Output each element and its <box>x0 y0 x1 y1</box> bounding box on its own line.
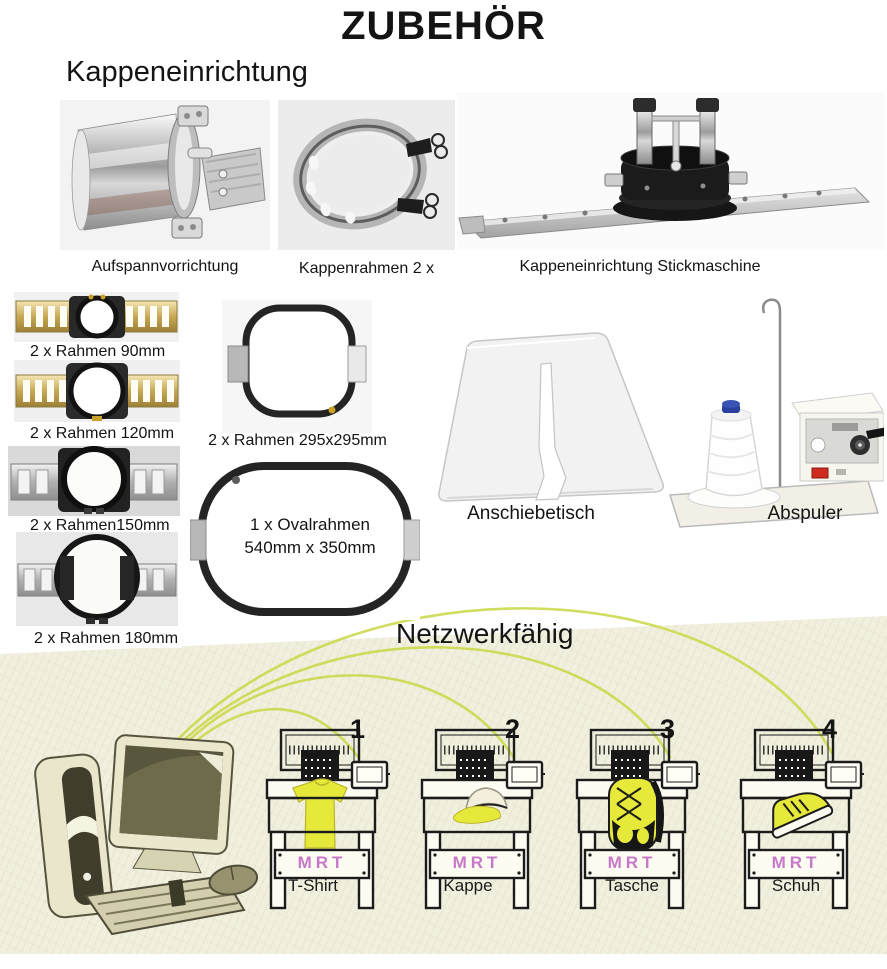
hoop-150-graphic <box>8 446 180 516</box>
photo-kappenrahmen <box>278 100 455 250</box>
cap-clamp-device-graphic <box>60 100 270 250</box>
hoop-120-graphic <box>14 360 180 422</box>
machine-3-brand: MRT <box>607 853 657 872</box>
label-kappenrahmen: Kappenrahmen 2 x <box>298 260 435 277</box>
binder-clip-top <box>406 133 448 159</box>
photo-rahmen-90 <box>14 292 179 342</box>
square-hoop-graphic <box>222 300 372 433</box>
oval-hoop-graphic <box>190 458 420 620</box>
photo-rahmen-120 <box>14 360 180 422</box>
section-heading-kappeneinrichtung: Kappeneinrichtung <box>66 56 308 88</box>
machine-2-item-label: Kappe <box>443 876 493 895</box>
label-rahmen-150: 2 x Rahmen150mm <box>30 517 170 534</box>
cap-attachment-graphic <box>457 92 885 250</box>
machine-1-number: 1 <box>350 714 366 744</box>
binder-clip-bottom <box>397 193 439 219</box>
machine-2-brand: MRT <box>452 853 502 872</box>
label-rahmen-120: 2 x Rahmen 120mm <box>30 425 175 442</box>
machine-3-illustration <box>565 722 700 912</box>
cap-graphic <box>453 787 508 824</box>
machine-1-item-label: T-Shirt <box>287 876 339 895</box>
hoop-180-graphic <box>16 532 178 626</box>
machine-4-brand: MRT <box>771 853 821 872</box>
hoop-90-graphic <box>14 292 179 342</box>
label-abspuler: Abspuler <box>767 503 843 524</box>
machine-4-number: 4 <box>822 714 838 744</box>
network-heading: Netzwerkfähig <box>396 618 574 649</box>
photo-rahmen-295 <box>222 300 372 433</box>
page-title: ZUBEHÖR <box>341 4 546 48</box>
cap-frame-graphic <box>278 100 455 250</box>
label-rahmen-295: 2 x Rahmen 295x295mm <box>208 432 387 449</box>
photo-kappeneinrichtung-stickmaschine <box>457 92 885 250</box>
machine-1-brand: MRT <box>297 853 347 872</box>
photo-abspuler <box>662 285 884 530</box>
label-rahmen-180: 2 x Rahmen 180mm <box>30 630 183 648</box>
label-anschiebetisch: Anschiebetisch <box>467 503 595 524</box>
label-kappeneinrichtung-stickmaschine: Kappeneinrichtung Stickmaschine <box>519 258 761 275</box>
machine-3-graphic <box>575 728 700 910</box>
photo-rahmen-180 <box>16 532 178 626</box>
machine-4-item-label: Schuh <box>771 876 821 895</box>
photo-rahmen-150 <box>8 446 180 516</box>
machine-4-illustration <box>729 722 864 912</box>
shoe-graphic <box>771 792 834 839</box>
machine-2-number: 2 <box>505 714 521 744</box>
label-ovalrahmen-line1: 1 x Ovalrahmen <box>250 515 370 534</box>
photo-ovalrahmen <box>190 458 420 620</box>
photo-aufspannvorrichtung <box>60 100 270 250</box>
photo-anschiebetisch <box>425 330 670 502</box>
computer-illustration <box>28 728 258 956</box>
label-ovalrahmen: 1 x Ovalrahmen 540mm x 350mm <box>230 514 390 560</box>
label-rahmen-90: 2 x Rahmen 90mm <box>30 343 166 360</box>
machine-3-item-label: Tasche <box>605 876 659 895</box>
tshirt-graphic <box>292 778 348 849</box>
bag-graphic <box>608 777 665 851</box>
thread-winder-graphic <box>669 298 884 528</box>
slide-table-graphic <box>438 332 665 502</box>
machine-4-graphic <box>739 728 864 910</box>
computer-graphic <box>34 734 258 936</box>
label-ovalrahmen-line2: 540mm x 350mm <box>244 537 376 557</box>
machine-3-number: 3 <box>660 714 676 744</box>
label-aufspannvorrichtung: Aufspannvorrichtung <box>91 258 239 275</box>
